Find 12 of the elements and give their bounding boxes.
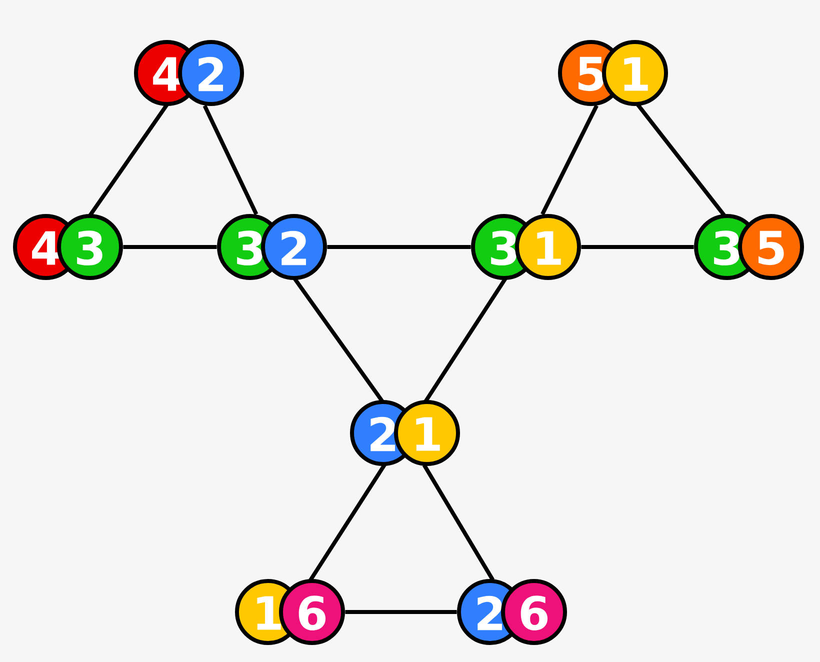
connector-line <box>422 464 495 581</box>
connector-line <box>327 245 471 249</box>
connector-line <box>581 245 694 249</box>
connector-line <box>202 104 258 216</box>
connector-line <box>424 278 508 402</box>
connector-line <box>308 464 386 582</box>
connector-line <box>123 245 217 249</box>
connector-line <box>88 103 169 217</box>
connector-line <box>635 102 727 218</box>
connector-line <box>345 610 457 614</box>
connector-line <box>540 104 598 216</box>
connector-line <box>292 277 384 403</box>
